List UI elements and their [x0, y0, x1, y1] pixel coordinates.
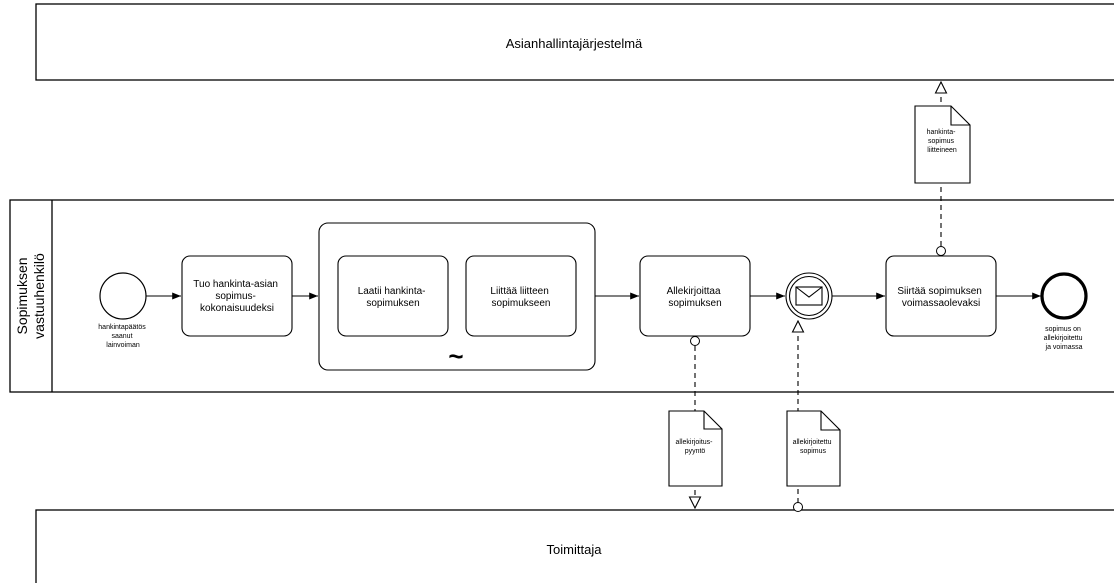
task-allekirjoittaa-label: Allekirjoittaa sopimuksen — [667, 286, 724, 309]
document-fold — [950, 106, 970, 126]
task-liittaa-label: Liittää liitteen sopimukseen — [490, 286, 551, 309]
task-laatii-label: Laatii hankinta- sopimuksen — [358, 286, 429, 309]
start-event-label: hankintapäätös saanut lainvoiman — [98, 324, 147, 349]
task-laatii-hankintasopimuksen[interactable] — [337, 255, 449, 337]
message-flow-origin — [793, 502, 803, 512]
lane-label-line2: vastuuhenkilö — [31, 253, 47, 339]
pool-bottom-label: Toimittaja — [547, 542, 603, 557]
ad-hoc-marker: ~ — [448, 341, 463, 371]
task-siirtaa-label: Siirtää sopimuksen voimassaolevaksi — [897, 286, 984, 309]
task-tuo-hankinta-asian-label: Tuo hankinta-asian sopimus- kokonaisuude… — [193, 279, 280, 314]
document-fold — [820, 411, 840, 431]
lane-label-line1: Sopimuksen — [14, 257, 30, 334]
end-event-label: sopimus on allekirjoitettu ja voimassa — [1044, 326, 1085, 351]
end-event[interactable] — [1040, 272, 1088, 320]
document-allekirjoituspyynto-icon — [668, 410, 723, 487]
message-catch-event-inner — [788, 275, 830, 317]
document-fold — [703, 411, 722, 430]
message-flow-origin — [690, 336, 700, 346]
start-event[interactable] — [99, 272, 147, 320]
task-liittaa-liitteen[interactable] — [465, 255, 577, 337]
document-allekirjoituspyynto-label: allekirjoitus- pyyntö — [676, 439, 715, 455]
document-hankintasopimus-label: hankinta- sopimus liitteineen — [927, 129, 958, 154]
pool-bottom — [35, 509, 1114, 583]
envelope-icon — [795, 286, 823, 306]
document-allekirjoitettu-sopimus-label: allekirjoitettu sopimus — [793, 439, 834, 455]
message-flow-origin — [936, 246, 946, 256]
pool-top-label: Asianhallintajärjestelmä — [506, 36, 643, 51]
pool-top — [35, 3, 1114, 81]
